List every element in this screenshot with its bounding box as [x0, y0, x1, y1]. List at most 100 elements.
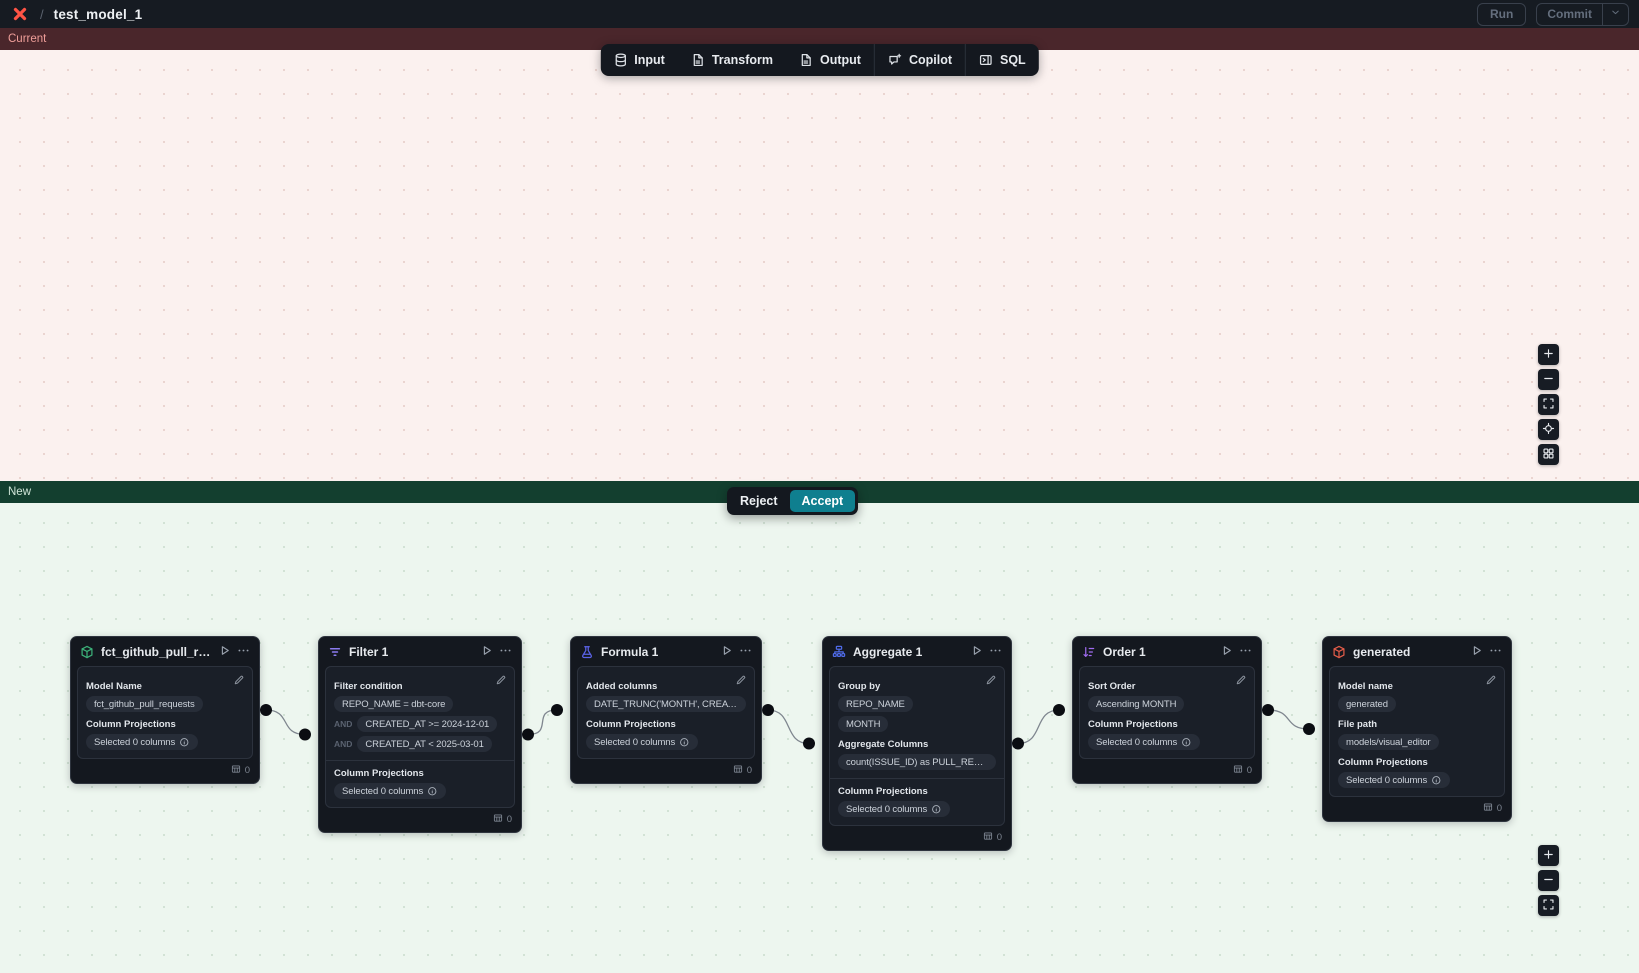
- run-node-button[interactable]: [218, 644, 231, 660]
- input-port[interactable]: [1303, 723, 1315, 735]
- node-toolbar: Input Transform Output Copilot: [600, 44, 1039, 76]
- node-menu-button[interactable]: [739, 644, 752, 660]
- current-canvas[interactable]: [0, 50, 1639, 481]
- node-actions: [218, 644, 250, 660]
- formula-icon: [580, 645, 594, 659]
- run-node-button[interactable]: [1470, 644, 1483, 660]
- info-icon[interactable]: [679, 737, 690, 748]
- node-card[interactable]: fct_github_pull_requestsModel Namefct_gi…: [70, 636, 260, 784]
- grid-view-button[interactable]: [1538, 444, 1559, 465]
- run-node-button[interactable]: [970, 644, 983, 660]
- value-pill[interactable]: CREATED_AT < 2025-03-01: [357, 736, 492, 752]
- edit-node-button[interactable]: [735, 674, 747, 689]
- node-header: Aggregate 1: [823, 637, 1011, 666]
- input-port[interactable]: [551, 704, 563, 716]
- section-label: Column Projections: [334, 768, 424, 779]
- edit-node-button[interactable]: [1235, 674, 1247, 689]
- value-pill[interactable]: Ascending MONTH: [1088, 696, 1185, 712]
- run-node-button[interactable]: [720, 644, 733, 660]
- zoom-in-button[interactable]: [1538, 344, 1559, 365]
- run-node-button[interactable]: [480, 644, 493, 660]
- commit-menu-button[interactable]: [1602, 3, 1628, 25]
- toolbar-item-transform[interactable]: Transform: [678, 44, 786, 76]
- pencil-icon: [495, 674, 507, 689]
- node-menu-button[interactable]: [1489, 644, 1502, 660]
- section-label: Aggregate Columns: [838, 739, 929, 750]
- toolbar-item-copilot[interactable]: Copilot: [875, 44, 965, 76]
- value-pill[interactable]: MONTH: [838, 716, 889, 732]
- pill-row: Selected 0 columns: [1088, 734, 1246, 750]
- output-port[interactable]: [762, 704, 774, 716]
- output-port[interactable]: [522, 728, 534, 741]
- row-count: 0: [244, 765, 250, 776]
- pill-text: fct_github_pull_requests: [94, 698, 195, 710]
- value-pill[interactable]: Selected 0 columns: [334, 783, 446, 799]
- info-icon[interactable]: [1181, 737, 1192, 748]
- value-pill[interactable]: REPO_NAME = dbt-core: [334, 696, 454, 712]
- value-pill[interactable]: Selected 0 columns: [1338, 772, 1450, 788]
- output-port[interactable]: [260, 704, 272, 716]
- accept-button[interactable]: Accept: [789, 490, 856, 512]
- value-pill[interactable]: Selected 0 columns: [1088, 734, 1200, 750]
- edit-node-button[interactable]: [495, 674, 507, 689]
- run-button[interactable]: Run: [1477, 2, 1527, 26]
- pill-row: count(ISSUE_ID) as PULL_REQUEST_…: [838, 754, 996, 770]
- model-cube-icon: [1332, 645, 1346, 659]
- value-pill[interactable]: fct_github_pull_requests: [86, 696, 203, 712]
- edit-node-button[interactable]: [233, 674, 245, 689]
- value-pill[interactable]: count(ISSUE_ID) as PULL_REQUEST_…: [838, 754, 996, 770]
- zoom-out-button[interactable]: [1538, 870, 1559, 891]
- reject-button[interactable]: Reject: [730, 490, 788, 512]
- info-icon[interactable]: [1431, 775, 1442, 786]
- value-pill[interactable]: generated: [1338, 696, 1396, 712]
- commit-button[interactable]: Commit: [1547, 7, 1592, 21]
- fit-view-button[interactable]: [1538, 895, 1559, 916]
- value-pill[interactable]: DATE_TRUNC('MONTH', CREATED_AT…: [586, 696, 746, 712]
- toolbar-item-sql[interactable]: SQL: [966, 44, 1039, 76]
- node-menu-button[interactable]: [237, 644, 250, 660]
- node-actions: [1470, 644, 1502, 660]
- node-footer: 0: [823, 826, 1011, 850]
- value-pill[interactable]: models/visual_editor: [1338, 734, 1439, 750]
- node-actions: [480, 644, 512, 660]
- pill-text: Selected 0 columns: [594, 736, 676, 748]
- toolbar-item-input[interactable]: Input: [600, 44, 678, 76]
- value-pill[interactable]: REPO_NAME: [838, 696, 913, 712]
- input-port[interactable]: [299, 728, 311, 741]
- zoom-in-button[interactable]: [1538, 845, 1559, 866]
- input-port[interactable]: [803, 737, 815, 750]
- node-title: Filter 1: [349, 645, 389, 659]
- input-port[interactable]: [1053, 704, 1065, 716]
- value-pill[interactable]: Selected 0 columns: [86, 734, 198, 750]
- node-menu-button[interactable]: [499, 644, 512, 660]
- info-icon[interactable]: [427, 786, 438, 797]
- output-port[interactable]: [1262, 704, 1274, 716]
- zoom-out-button[interactable]: [1538, 369, 1559, 390]
- new-canvas[interactable]: fct_github_pull_requestsModel Namefct_gi…: [0, 503, 1639, 973]
- node-menu-button[interactable]: [989, 644, 1002, 660]
- toolbar-group-copilot: Copilot: [875, 44, 965, 76]
- value-pill[interactable]: CREATED_AT >= 2024-12-01: [357, 716, 498, 732]
- section-label: Column Projections: [1338, 757, 1428, 768]
- fit-view-button[interactable]: [1538, 394, 1559, 415]
- node-menu-button[interactable]: [1239, 644, 1252, 660]
- toolbar-item-output[interactable]: Output: [786, 44, 874, 76]
- dbt-logo-icon[interactable]: [10, 4, 30, 24]
- ellipsis-icon: [739, 644, 752, 660]
- value-pill[interactable]: Selected 0 columns: [586, 734, 698, 750]
- locate-button[interactable]: [1538, 419, 1559, 440]
- edit-node-button[interactable]: [1485, 674, 1497, 689]
- info-icon[interactable]: [179, 737, 190, 748]
- info-icon[interactable]: [931, 804, 942, 815]
- run-node-button[interactable]: [1220, 644, 1233, 660]
- output-port[interactable]: [1012, 737, 1024, 750]
- edit-node-button[interactable]: [985, 674, 997, 689]
- value-pill[interactable]: Selected 0 columns: [838, 801, 950, 817]
